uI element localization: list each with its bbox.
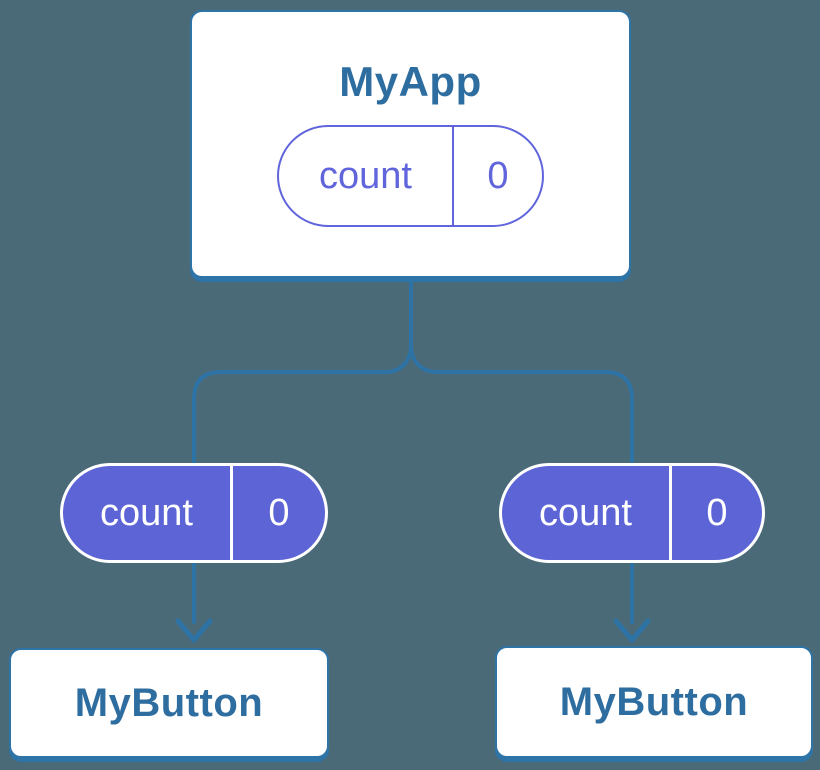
state-pill-mybutton-left: count 0 [60, 463, 328, 563]
node-title: MyButton [559, 680, 749, 724]
left-branch-line [192, 343, 413, 624]
component-node-mybutton-left: MyButton [9, 648, 329, 758]
state-pill-myapp: count 0 [277, 125, 544, 227]
component-node-myapp: MyApp count 0 [190, 10, 631, 278]
state-pill-mybutton-right: count 0 [499, 463, 765, 563]
node-title: MyApp [339, 58, 482, 105]
state-label: count [100, 492, 193, 534]
right-down-arrowhead-icon [613, 618, 651, 643]
state-value: 0 [669, 466, 762, 560]
right-branch-line [409, 343, 634, 624]
state-value: 0 [230, 466, 325, 560]
state-label: count [319, 155, 412, 197]
component-node-mybutton-right: MyButton [495, 646, 813, 758]
state-value: 0 [452, 127, 542, 225]
node-title: MyButton [74, 681, 264, 725]
state-label: count [539, 492, 632, 534]
left-down-arrowhead-icon [175, 618, 213, 643]
